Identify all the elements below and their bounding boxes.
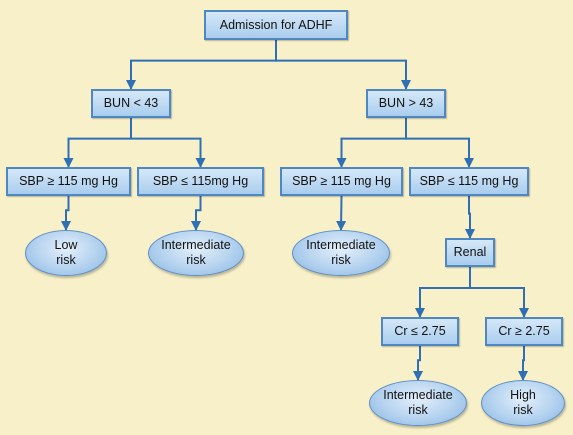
node-bun-greater-than-43: BUN > 43 <box>366 89 446 118</box>
connector-admission-to-bun_high <box>275 40 411 90</box>
node-high-risk: High risk <box>481 380 565 426</box>
connector-bun_low-to-sbp_b <box>130 118 206 168</box>
connector-bun_high-to-sbp_c <box>336 118 407 168</box>
connector-bun_low-to-sbp_a <box>63 118 132 168</box>
connector-bun_high-to-sbp_d <box>405 118 474 168</box>
connector-admission-to-bun_low <box>126 40 277 90</box>
node-sbp-c: SBP ≥ 115 mg Hg <box>280 167 403 196</box>
node-intermediate-risk-3: Intermediate risk <box>369 380 467 426</box>
node-sbp-b: SBP ≤ 115mg Hg <box>137 167 264 196</box>
node-intermediate-risk-2: Intermediate risk <box>292 230 390 276</box>
connector-cr_low-to-risk_int_3 <box>413 346 423 381</box>
node-cr-high: Cr ≥ 2.75 <box>485 317 563 346</box>
connector-renal-to-cr_low <box>415 267 471 318</box>
node-bun-less-than-43: BUN < 43 <box>91 89 171 118</box>
connector-sbp_c-to-risk_int_2 <box>336 195 347 231</box>
connector-sbp_b-to-risk_int_1 <box>191 196 202 231</box>
connector-sbp_d-to-renal <box>465 196 475 239</box>
node-low-risk: Low risk <box>25 230 107 276</box>
node-admission-for-adhf: Admission for ADHF <box>204 10 348 40</box>
node-cr-low: Cr ≤ 2.75 <box>381 317 459 346</box>
connector-cr_high-to-risk_high <box>518 346 528 381</box>
connector-sbp_a-to-risk_low <box>61 196 71 231</box>
connector-renal-to-cr_high <box>469 267 529 318</box>
node-sbp-d: SBP ≤ 115 mg Hg <box>409 167 529 196</box>
node-intermediate-risk-1: Intermediate risk <box>148 230 244 276</box>
node-renal: Renal <box>445 238 495 267</box>
node-sbp-a: SBP ≥ 115 mg Hg <box>6 167 131 196</box>
